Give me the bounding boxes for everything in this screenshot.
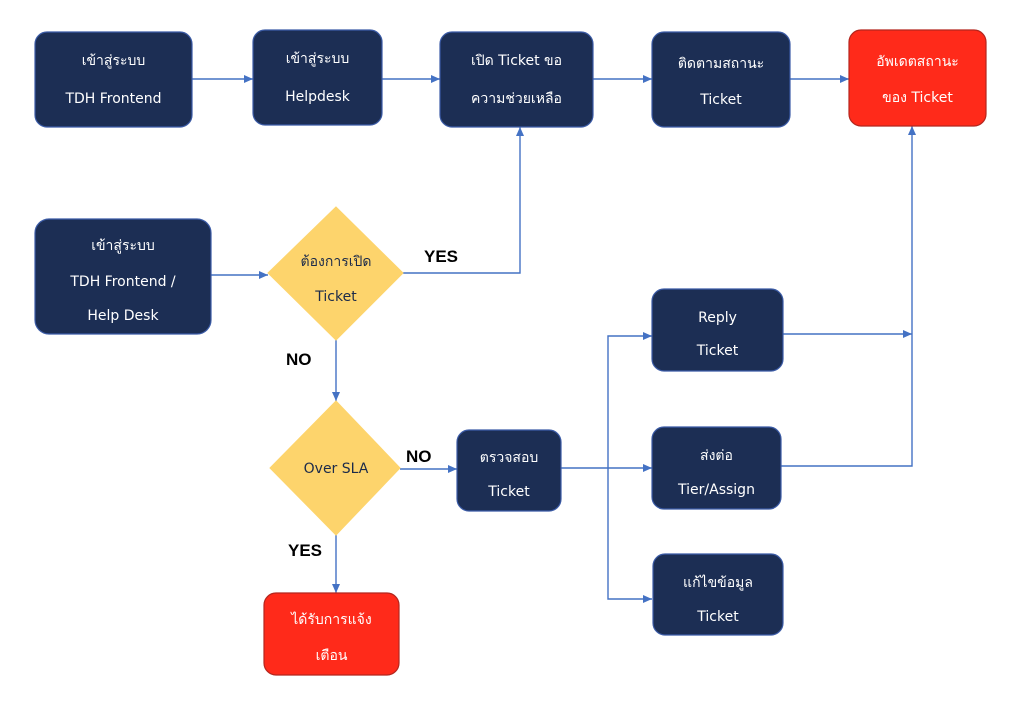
node-label: Ticket [487, 484, 530, 500]
decision-want-open-ticket: ต้องการเปิด Ticket [267, 206, 404, 341]
node-label: Help Desk [87, 308, 159, 324]
node-label: อัพเดตสถานะ [876, 54, 959, 70]
node-label: Reply [698, 310, 737, 326]
node-reply-ticket: Reply Ticket [651, 288, 784, 372]
decision-label: Ticket [314, 289, 357, 305]
process-box [651, 426, 782, 510]
node-label: Helpdesk [285, 89, 351, 105]
node-login-frontend: เข้าสู่ระบบ TDH Frontend [34, 31, 193, 128]
node-label: เข้าสู่ระบบ [82, 53, 146, 69]
decision-label: Over SLA [304, 461, 369, 477]
connector-branch-to-reply [607, 332, 652, 468]
connector-decision-yes-to-open-ticket [403, 127, 524, 274]
node-login-both: เข้าสู่ระบบ TDH Frontend / Help Desk [34, 218, 212, 335]
process-box [34, 218, 212, 335]
connectors [192, 75, 916, 603]
node-label: TDH Frontend [64, 91, 161, 107]
node-label: Ticket [696, 343, 739, 359]
node-label: ความช่วยเหลือ [471, 91, 562, 107]
edge-label-no: NO [286, 350, 312, 369]
connector-branch-to-edit [607, 468, 652, 603]
node-label: เข้าสู่ระบบ [91, 238, 155, 254]
node-label: แก้ไขข้อมูล [683, 574, 753, 591]
node-forward-ticket: ส่งต่อ Tier/Assign [651, 426, 782, 510]
process-box [34, 31, 193, 128]
node-login-helpdesk: เข้าสู่ระบบ Helpdesk [252, 29, 383, 126]
node-label: Tier/Assign [677, 482, 755, 498]
node-label: เตือน [316, 648, 348, 664]
node-check-ticket: ตรวจสอบ Ticket [456, 429, 562, 512]
node-label: ได้รับการแจ้ง [290, 611, 371, 628]
alert-box [848, 29, 987, 127]
node-open-ticket: เปิด Ticket ขอ ความช่วยเหลือ [439, 31, 594, 128]
decision-diamond [267, 206, 404, 341]
edge-label-yes: YES [288, 541, 322, 560]
node-label: เข้าสู่ระบบ [286, 51, 350, 67]
node-label: Ticket [696, 609, 739, 625]
node-label: ของ Ticket [882, 90, 953, 106]
decision-label: ต้องการเปิด [301, 254, 372, 270]
node-label: ติดตามสถานะ [678, 56, 764, 72]
process-box [456, 429, 562, 512]
node-label: ตรวจสอบ [480, 450, 539, 466]
decision-over-sla: Over SLA [269, 400, 401, 536]
edge-label-yes: YES [424, 247, 458, 266]
node-label: เปิด Ticket ขอ [471, 53, 562, 69]
edge-label-no: NO [406, 447, 432, 466]
node-label: ส่งต่อ [700, 448, 733, 464]
alert-box [263, 592, 400, 676]
node-label: Ticket [699, 92, 742, 108]
node-track-status: ติดตามสถานะ Ticket [651, 31, 791, 128]
process-box [651, 288, 784, 372]
process-box [651, 31, 791, 128]
process-box [439, 31, 594, 128]
node-label: TDH Frontend / [69, 274, 176, 290]
decision-diamond [269, 400, 401, 536]
process-box [652, 553, 784, 636]
process-box [252, 29, 383, 126]
node-update-status: อัพเดตสถานะ ของ Ticket [848, 29, 987, 127]
node-edit-ticket: แก้ไขข้อมูล Ticket [652, 553, 784, 636]
connector-forward-to-update [781, 126, 916, 467]
node-receive-alert: ได้รับการแจ้ง เตือน [263, 592, 400, 676]
